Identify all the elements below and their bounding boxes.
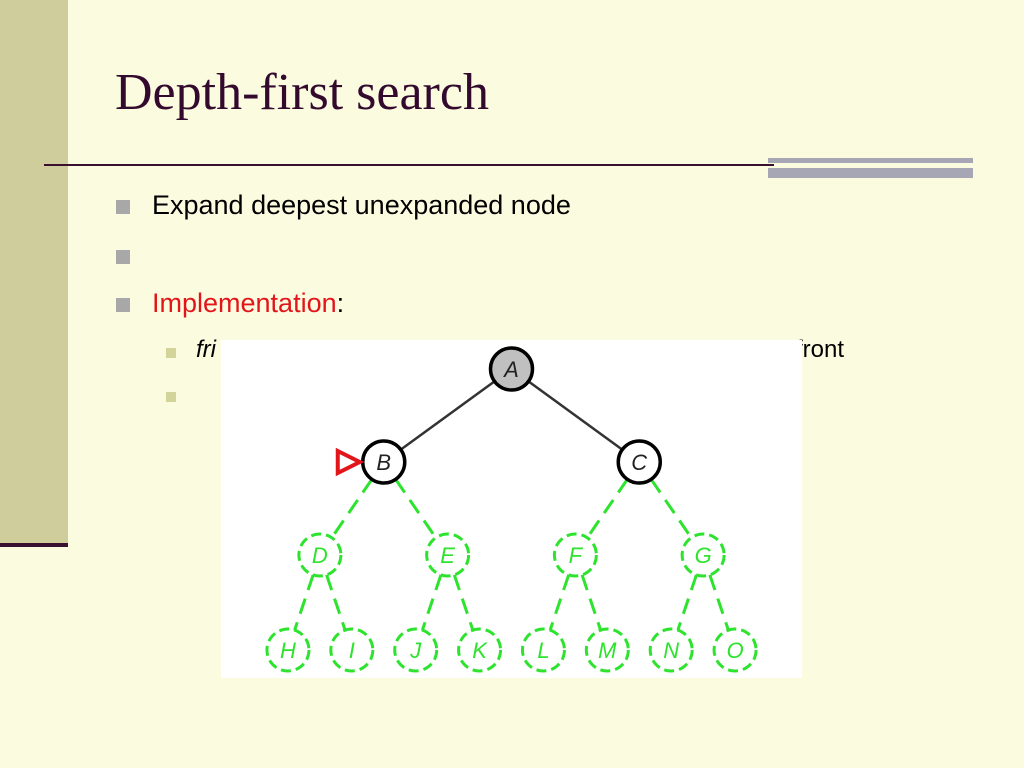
title-divider: [44, 164, 774, 166]
slide-title: Depth-first search: [115, 64, 489, 121]
node-label-a: A: [502, 357, 519, 382]
edge-d-i: [325, 574, 347, 631]
sub-bullet-marker: [166, 348, 176, 358]
node-label-g: G: [695, 543, 712, 568]
node-f: [552, 532, 598, 578]
edge-g-o: [708, 574, 730, 631]
bullet-marker: [116, 298, 130, 312]
edge-e-j: [420, 574, 443, 631]
node-a: [488, 346, 535, 392]
edge-b-d: [330, 478, 374, 539]
implementation-label: Implementation: [152, 288, 337, 318]
node-label-n: N: [663, 638, 679, 663]
bullet-marker: [116, 200, 130, 214]
node-label-k: K: [472, 638, 488, 663]
bullet-marker: [116, 250, 130, 264]
edge-f-l: [548, 574, 571, 631]
node-label-f: F: [569, 543, 584, 568]
node-d: [297, 532, 343, 578]
search-tree-image: A B C D E F G H I J K L M N O: [221, 340, 802, 678]
search-tree-diagram: A B C D E F G H I J K L M N O: [265, 346, 758, 673]
node-l: [520, 627, 566, 673]
implementation-colon: :: [336, 288, 345, 318]
sub-bullet-marker: [166, 392, 176, 402]
sub-bullet-italic-prefix: fri: [196, 336, 216, 363]
title-divider-accent-top: [768, 158, 973, 163]
node-label-j: J: [409, 638, 422, 663]
node-label-d: D: [312, 543, 328, 568]
edge-d-h: [293, 574, 315, 631]
node-label-o: O: [727, 638, 744, 663]
node-n: [648, 627, 694, 673]
node-label-h: H: [280, 638, 296, 663]
bullet-text-expand: Expand deepest unexpanded node: [152, 190, 571, 220]
title-divider-accent: [768, 168, 973, 178]
edge-b-e: [394, 478, 437, 539]
node-label-c: C: [631, 450, 647, 475]
node-j: [393, 627, 439, 673]
node-o: [712, 627, 758, 673]
edge-c-f: [586, 478, 629, 539]
edge-c-g: [649, 478, 693, 539]
sub-bullet-text-prefix: fri: [196, 336, 216, 364]
node-label-l: L: [537, 638, 549, 663]
sub-bullet-text-tail: front: [796, 336, 845, 363]
node-e: [425, 532, 471, 578]
node-k: [457, 627, 503, 673]
node-c: [616, 439, 662, 485]
node-label-b: B: [376, 450, 391, 475]
edge-g-n: [676, 574, 698, 631]
node-m: [584, 627, 630, 673]
left-decor-band-edge: [0, 543, 68, 547]
node-g: [680, 532, 726, 578]
edge-f-m: [580, 574, 603, 631]
edge-a-c: [527, 380, 624, 451]
node-label-e: E: [440, 543, 455, 568]
bullet-text-implementation: Implementation:: [152, 288, 344, 319]
node-i: [329, 627, 375, 673]
edge-a-b: [399, 380, 496, 451]
node-label-i: I: [349, 638, 355, 663]
current-node-pointer-icon: [335, 447, 365, 477]
node-h: [265, 627, 311, 673]
edge-e-k: [452, 574, 475, 631]
node-label-m: M: [598, 638, 617, 663]
left-decor-band: [0, 0, 68, 545]
